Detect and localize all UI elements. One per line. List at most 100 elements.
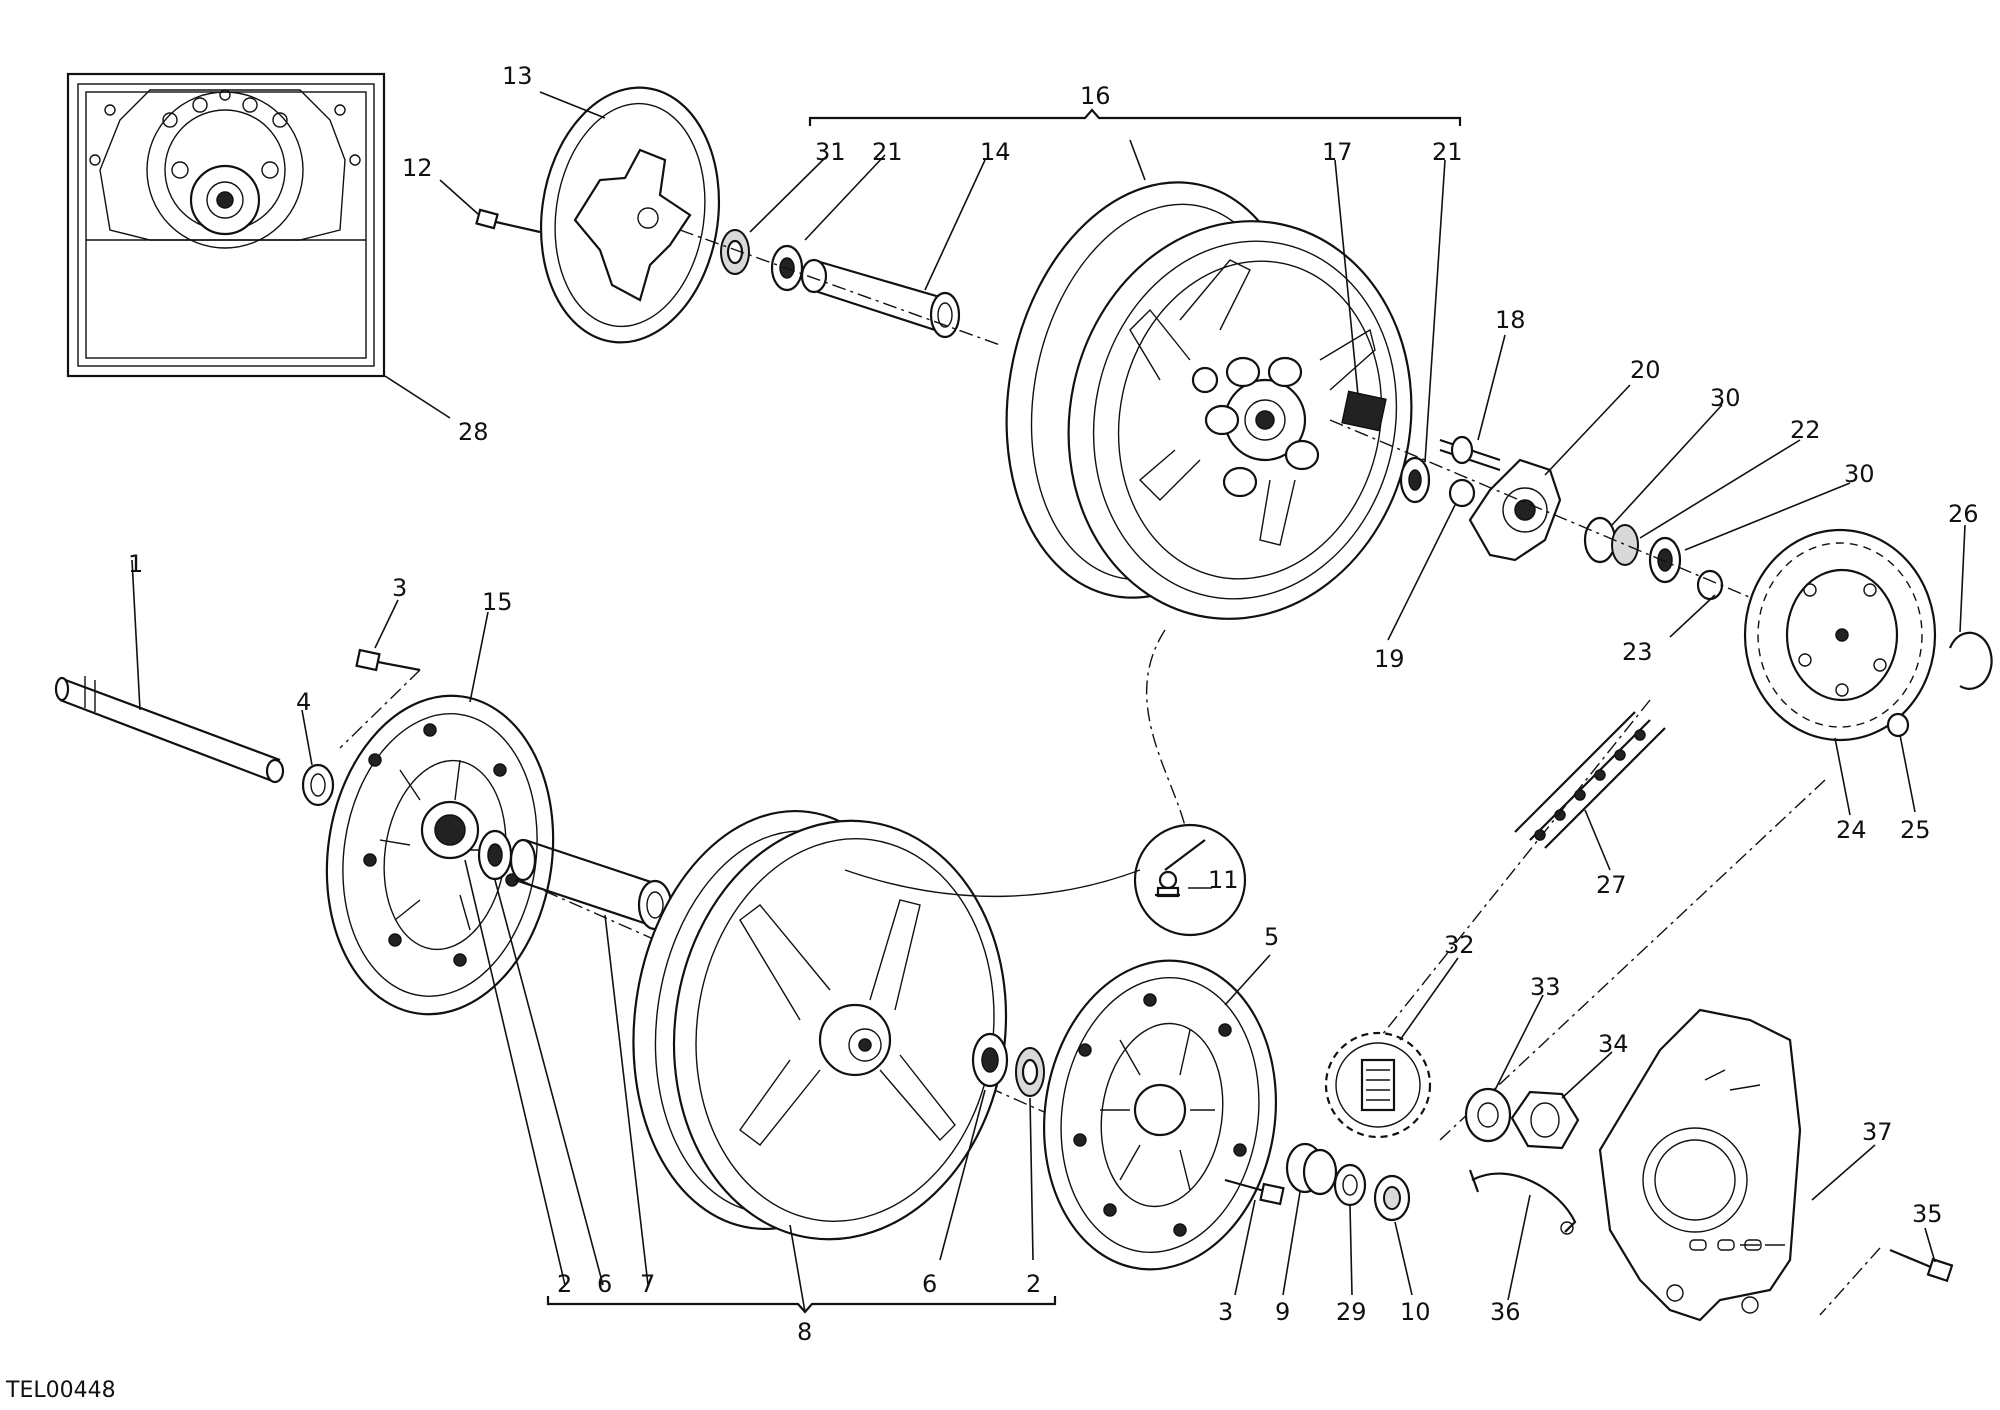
callout-27: 27 — [1596, 871, 1627, 899]
callout-10: 10 — [1400, 1298, 1431, 1326]
leader-34 — [1561, 1051, 1613, 1099]
leader-2b — [1029, 1097, 1034, 1261]
rear-sprocket — [1743, 528, 1937, 742]
callout-23: 23 — [1622, 638, 1653, 666]
rear-hub-components — [1329, 390, 1781, 611]
lock-washer-33 — [1464, 1087, 1512, 1143]
leader-3b — [1234, 1199, 1256, 1296]
leader-37 — [1811, 1144, 1876, 1201]
front-sprocket — [1324, 1031, 1432, 1139]
leader-3a — [374, 599, 399, 649]
leader-33 — [1494, 994, 1544, 1091]
bracket-16 — [808, 108, 1462, 126]
axle-1 — [54, 676, 285, 784]
leader-26 — [1959, 524, 1966, 633]
callout-32: 32 — [1444, 931, 1475, 959]
leader-25 — [1899, 734, 1916, 813]
leader-18 — [1477, 334, 1506, 441]
callout-13: 13 — [502, 62, 533, 90]
callout-2: 2 — [557, 1270, 572, 1298]
front-right-bearing — [971, 1032, 1045, 1097]
leader-29 — [1349, 1205, 1353, 1296]
leader-1 — [131, 559, 141, 711]
leader-32 — [1399, 957, 1459, 1041]
callout-30: 30 — [1710, 384, 1741, 412]
disc-bolt-3a — [339, 648, 421, 749]
leader-17 — [1334, 159, 1359, 396]
callout-19: 19 — [1374, 645, 1405, 673]
rear-brake-disc — [539, 86, 721, 344]
front-wheel-rim — [632, 809, 1008, 1241]
drive-chain — [1514, 711, 1666, 849]
leader-19 — [1387, 504, 1456, 641]
leader-9 — [1282, 1191, 1301, 1296]
leader-24 — [1834, 737, 1851, 816]
callout-3: 3 — [1218, 1298, 1233, 1326]
leader-8 — [789, 1224, 806, 1313]
leader-31 — [749, 154, 829, 233]
callout-9: 9 — [1275, 1298, 1290, 1326]
nut-25 — [1886, 712, 1910, 738]
callout-25: 25 — [1900, 816, 1931, 844]
drawing-code: TEL00448 — [6, 1378, 116, 1403]
callout-11: 11 — [1208, 866, 1239, 894]
leader-5 — [1224, 954, 1271, 1006]
leader-36 — [1507, 1194, 1531, 1301]
callout-18: 18 — [1495, 306, 1526, 334]
leader-35 — [1924, 1227, 1936, 1263]
disc-bolt-12 — [475, 208, 541, 234]
leader-21a — [804, 154, 886, 241]
front-brake-disc-right — [1042, 959, 1278, 1271]
callout-21: 21 — [872, 138, 903, 166]
leader-2a — [464, 859, 566, 1286]
callout-30: 30 — [1844, 460, 1875, 488]
callout-35: 35 — [1912, 1200, 1943, 1228]
callout-7: 7 — [640, 1270, 655, 1298]
callout-31: 31 — [815, 138, 846, 166]
leader-13 — [539, 91, 606, 119]
leader-4 — [301, 709, 313, 766]
callout-37: 37 — [1862, 1118, 1893, 1146]
rear-wheel-rim — [1005, 181, 1413, 620]
cover-bolt-35 — [1819, 1247, 1954, 1316]
callout-33: 33 — [1530, 973, 1561, 1001]
leader-14 — [924, 159, 986, 291]
inset-reference-box — [66, 72, 386, 378]
callout-1: 1 — [128, 550, 143, 578]
circlip-26 — [1948, 631, 1993, 690]
leader-28 — [384, 375, 451, 419]
leader-21b — [1424, 159, 1446, 463]
callout-6: 6 — [922, 1270, 937, 1298]
sprocket-cover-37 — [1598, 1008, 1802, 1322]
callout-20: 20 — [1630, 356, 1661, 384]
callout-22: 22 — [1790, 416, 1821, 444]
leader-27 — [1584, 809, 1611, 871]
callout-24: 24 — [1836, 816, 1867, 844]
leader-30b — [1684, 482, 1851, 551]
callout-12: 12 — [402, 154, 433, 182]
clip-36 — [1468, 1169, 1577, 1235]
callout-14: 14 — [980, 138, 1011, 166]
valve-detail — [844, 629, 1247, 937]
upper-axle-components — [679, 229, 1001, 346]
callout-28: 28 — [458, 418, 489, 446]
callout-labels: 1 2 2 3 3 4 5 6 6 7 8 9 10 11 12 13 14 1… — [128, 62, 1979, 1346]
leader-20 — [1544, 384, 1631, 476]
leader-10 — [1394, 1221, 1413, 1296]
callout-34: 34 — [1598, 1030, 1629, 1058]
callout-17: 17 — [1322, 138, 1353, 166]
leader-7 — [604, 914, 649, 1286]
callout-5: 5 — [1264, 923, 1279, 951]
callout-2: 2 — [1026, 1270, 1041, 1298]
callout-4: 4 — [296, 688, 311, 716]
callout-29: 29 — [1336, 1298, 1367, 1326]
leader-15 — [469, 611, 489, 703]
leader-16 — [1129, 139, 1146, 181]
lower-hub-components — [1224, 1142, 1411, 1222]
callout-21: 21 — [1432, 138, 1463, 166]
callout-6: 6 — [597, 1270, 612, 1298]
leader-22 — [1639, 439, 1801, 539]
bracket-8 — [546, 1296, 1057, 1314]
callout-3: 3 — [392, 574, 407, 602]
